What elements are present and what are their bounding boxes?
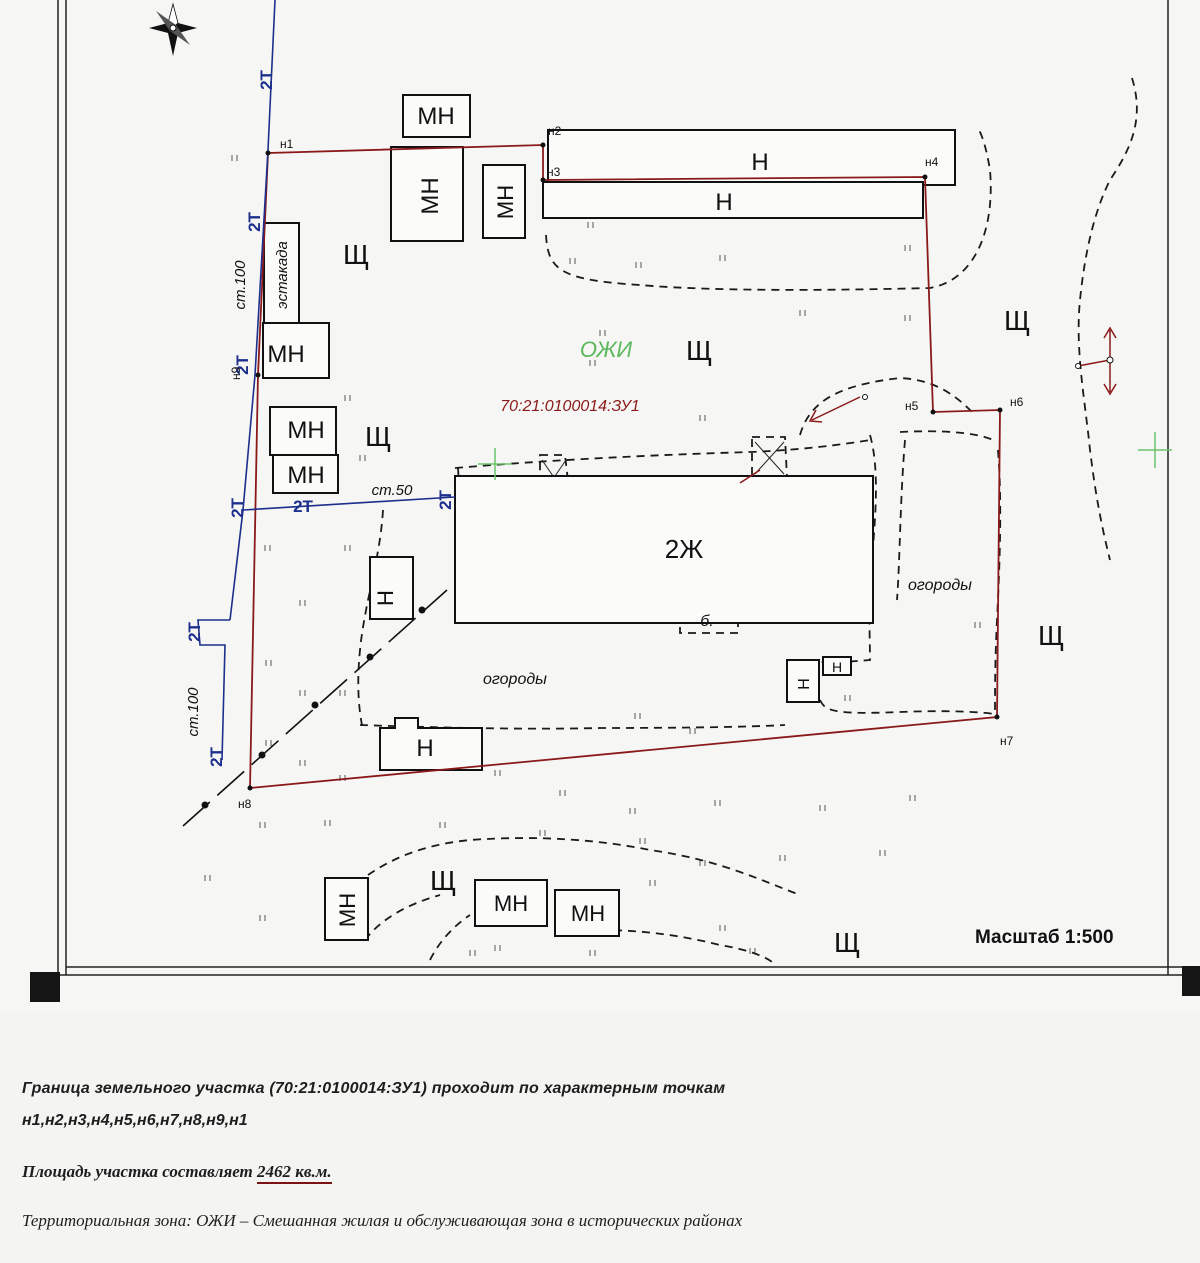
label-gardens: огороды bbox=[483, 671, 547, 688]
building-n bbox=[822, 656, 852, 676]
building-2zh bbox=[454, 475, 874, 624]
power-lines bbox=[197, 0, 456, 761]
label-mn: МН bbox=[493, 185, 518, 219]
building-mn bbox=[554, 889, 620, 937]
frame-corner-right bbox=[1182, 966, 1200, 996]
label-power-line: 2Т bbox=[207, 746, 226, 766]
label-post: ст.50 bbox=[372, 482, 413, 499]
label-power-line: 2Т bbox=[436, 489, 455, 509]
poles bbox=[862, 356, 1114, 400]
vegetation-hatch bbox=[204, 155, 981, 956]
point-label: н5 bbox=[905, 399, 919, 413]
label-n: Н bbox=[416, 735, 433, 762]
label-mn: МН bbox=[267, 341, 304, 368]
label-power-line: 2Т bbox=[293, 497, 313, 516]
label-shield: Щ bbox=[365, 421, 391, 452]
label-mn: МН bbox=[571, 901, 605, 926]
map-labels: МН МН МН Н Н эстакада МН МН МН 2Ж б. Н Н… bbox=[185, 69, 1114, 958]
label-2zh: 2Ж bbox=[665, 534, 703, 564]
label-n: Н bbox=[373, 590, 398, 606]
point-label: н4 bbox=[925, 155, 939, 169]
building-mn bbox=[262, 322, 330, 379]
label-mn: МН bbox=[287, 417, 324, 444]
building-mn bbox=[474, 879, 548, 927]
point-label: н3 bbox=[547, 165, 561, 179]
point-label: н6 bbox=[1010, 395, 1024, 409]
building-n bbox=[542, 181, 924, 219]
label-shield: Щ bbox=[430, 865, 456, 896]
label-post: ст.100 bbox=[232, 260, 249, 310]
grid-crosses bbox=[478, 432, 1172, 480]
plot-boundary bbox=[249, 144, 1001, 789]
buildings bbox=[262, 94, 956, 941]
building-mn bbox=[324, 877, 369, 941]
area-prefix: Площадь участка составляет bbox=[22, 1162, 253, 1181]
point-label: н8 bbox=[238, 797, 252, 811]
point-label: н7 bbox=[1000, 734, 1014, 748]
building-n bbox=[369, 556, 414, 620]
label-plot-id: 70:21:0100014:ЗУ1 bbox=[500, 398, 639, 415]
label-power-line: 2Т bbox=[245, 211, 264, 231]
site-plan: МН МН МН Н Н эстакада МН МН МН 2Ж б. Н Н… bbox=[30, 0, 1200, 1002]
compass-rose-icon bbox=[149, 2, 197, 56]
label-shield: Щ bbox=[1004, 305, 1030, 336]
label-mn: МН bbox=[494, 891, 528, 916]
boundary-points bbox=[247, 142, 1003, 791]
building-mn bbox=[390, 146, 464, 242]
building-mn bbox=[482, 164, 526, 239]
label-n: Н bbox=[715, 189, 732, 216]
building-mn bbox=[402, 94, 471, 138]
area-statement: Площадь участка составляет 2462 кв.м. bbox=[22, 1162, 332, 1184]
scale-label: Масштаб 1:500 bbox=[975, 927, 1114, 948]
label-post: ст.100 bbox=[185, 687, 202, 737]
label-n: Н bbox=[751, 149, 768, 176]
building-n bbox=[786, 659, 820, 703]
utility-nodes bbox=[201, 606, 426, 809]
label-power-line: 2Т bbox=[185, 621, 204, 641]
label-shield: Щ bbox=[343, 239, 369, 270]
label-power-line: 2Т bbox=[233, 354, 252, 374]
building-mn bbox=[272, 454, 339, 494]
label-shield: Щ bbox=[834, 927, 860, 958]
label-n: Н bbox=[832, 659, 842, 675]
building-estakada bbox=[263, 222, 300, 324]
frame-corner-left bbox=[30, 972, 60, 1002]
label-gardens: огороды bbox=[908, 577, 972, 594]
label-small-b: б. bbox=[700, 613, 713, 630]
building-n bbox=[379, 717, 483, 771]
label-n: Н bbox=[796, 678, 813, 690]
label-mn: МН bbox=[417, 103, 454, 130]
label-shield: Щ bbox=[1038, 620, 1064, 651]
label-power-line: 2Т bbox=[257, 69, 276, 89]
contour-lines bbox=[357, 77, 1138, 966]
label-mn: МН bbox=[417, 177, 444, 214]
area-value: 2462 кв.м. bbox=[257, 1162, 332, 1184]
point-label: н1 bbox=[280, 137, 294, 151]
arrow-icons bbox=[739, 326, 1117, 484]
boundary-description: Граница земельного участка (70:21:010001… bbox=[22, 1080, 726, 1097]
utility-line bbox=[182, 589, 448, 827]
point-label: н9 bbox=[229, 366, 243, 380]
point-label: н2 bbox=[548, 124, 562, 138]
label-mn: МН bbox=[335, 893, 360, 927]
label-mn: МН bbox=[287, 462, 324, 489]
label-shield: Щ bbox=[686, 335, 712, 366]
label-estakada: эстакада bbox=[274, 241, 291, 309]
zone-description: Территориальная зона: ОЖИ – Смешанная жи… bbox=[22, 1211, 743, 1230]
label-power-line: 2Т bbox=[228, 497, 247, 517]
boundary-points-list: н1,н2,н3,н4,н5,н6,н7,н8,н9,н1 bbox=[22, 1112, 248, 1129]
label-zone: ОЖИ bbox=[580, 337, 633, 362]
